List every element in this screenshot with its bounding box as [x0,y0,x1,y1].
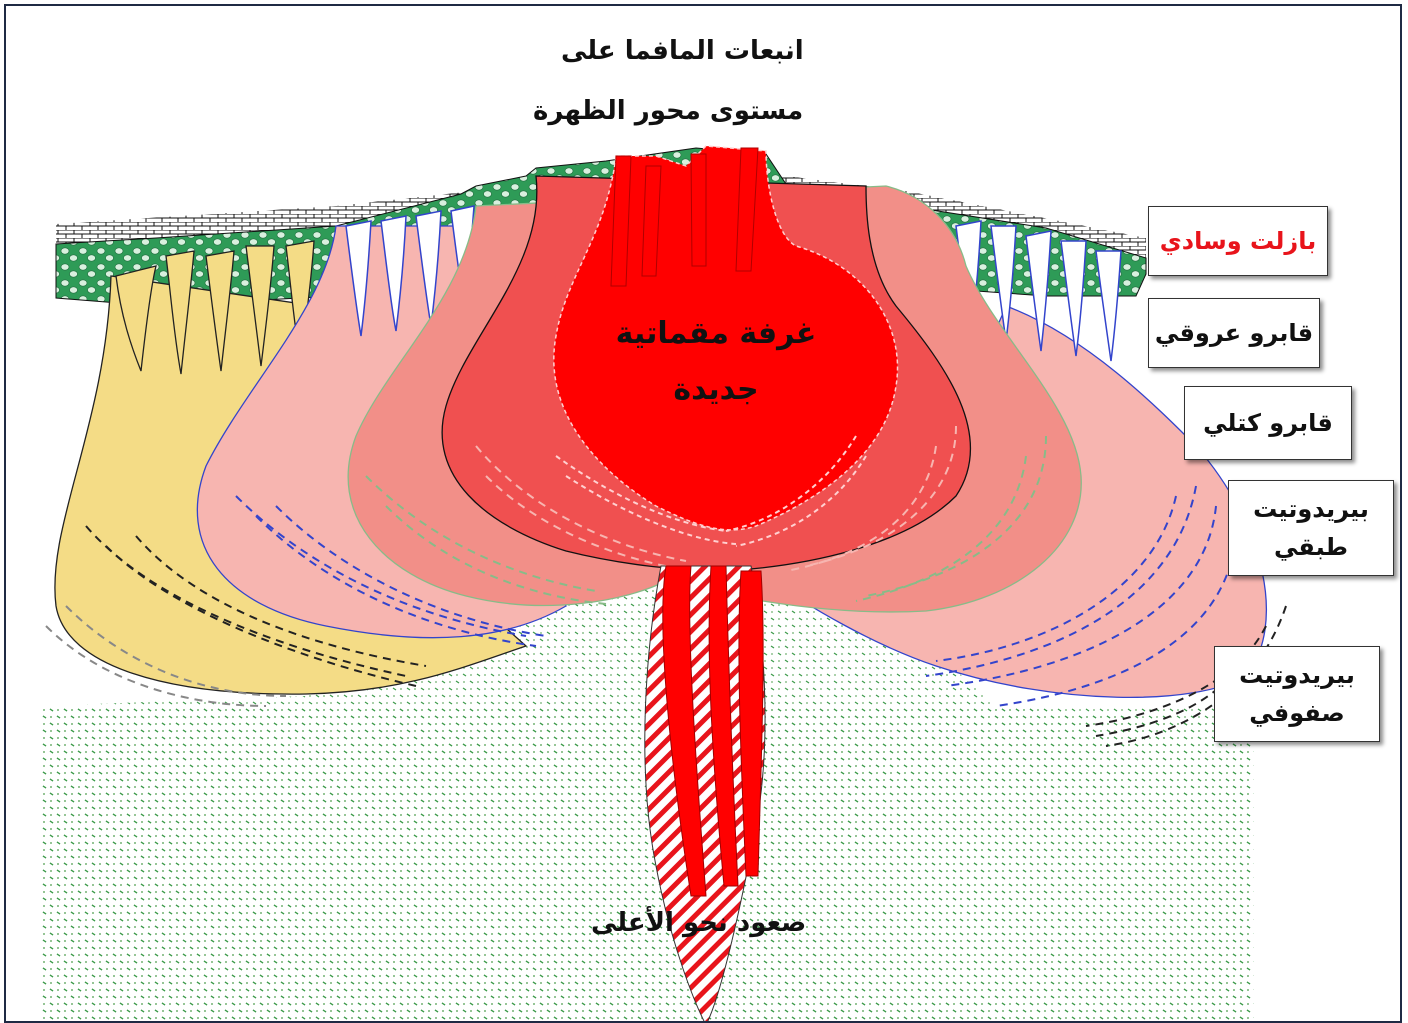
title-line-2: مستوى محور الظهرة [533,96,804,126]
legend-massive-gabbro: قابرو كتلي [1184,386,1352,460]
title-line-1: انبعات المافما على [561,36,804,66]
legend-sheeted-gabbro-label: قابرو عروقي [1154,319,1314,347]
legend-tectonite-peridotite: بيريدوتيت صفوفي [1214,646,1380,742]
chamber-layering [555,435,867,547]
legend-sheeted-gabbro: قابرو عروقي [1148,298,1320,368]
legend-pillow-basalt: بازلت وسادي [1148,206,1328,276]
legend-pillow-basalt-label: بازلت وسادي [1159,227,1317,255]
new-magma-chamber [553,145,899,531]
diagram-frame: انبعات المافما على مستوى محور الظهرة غرف… [4,4,1402,1023]
chamber-label-line-2: جديدة [673,372,759,407]
conduit-streams [662,565,764,897]
ascent-label: صعود نحو الأعلى [591,908,807,938]
legend-massive-gabbro-label: قابرو كتلي [1203,409,1333,437]
chamber-label-line-1: غرفة مقماتية [615,316,817,351]
legend-tectonite-peridotite-line-2: صفوفي [1249,699,1345,727]
legend-layered-peridotite-line-2: طبقي [1274,533,1348,561]
legend-layered-peridotite: بيريدوتيت طبقي [1228,480,1394,576]
feeder-dykes [610,147,759,287]
yellow-dykes [115,240,315,375]
legend-tectonite-peridotite-line-1: بيريدوتيت [1239,661,1355,689]
chamber-label: غرفة مقماتية جديدة [606,306,826,418]
legend-layered-peridotite-line-1: بيريدوتيت [1253,495,1369,523]
magma-chamber-diagram [42,145,1287,1021]
